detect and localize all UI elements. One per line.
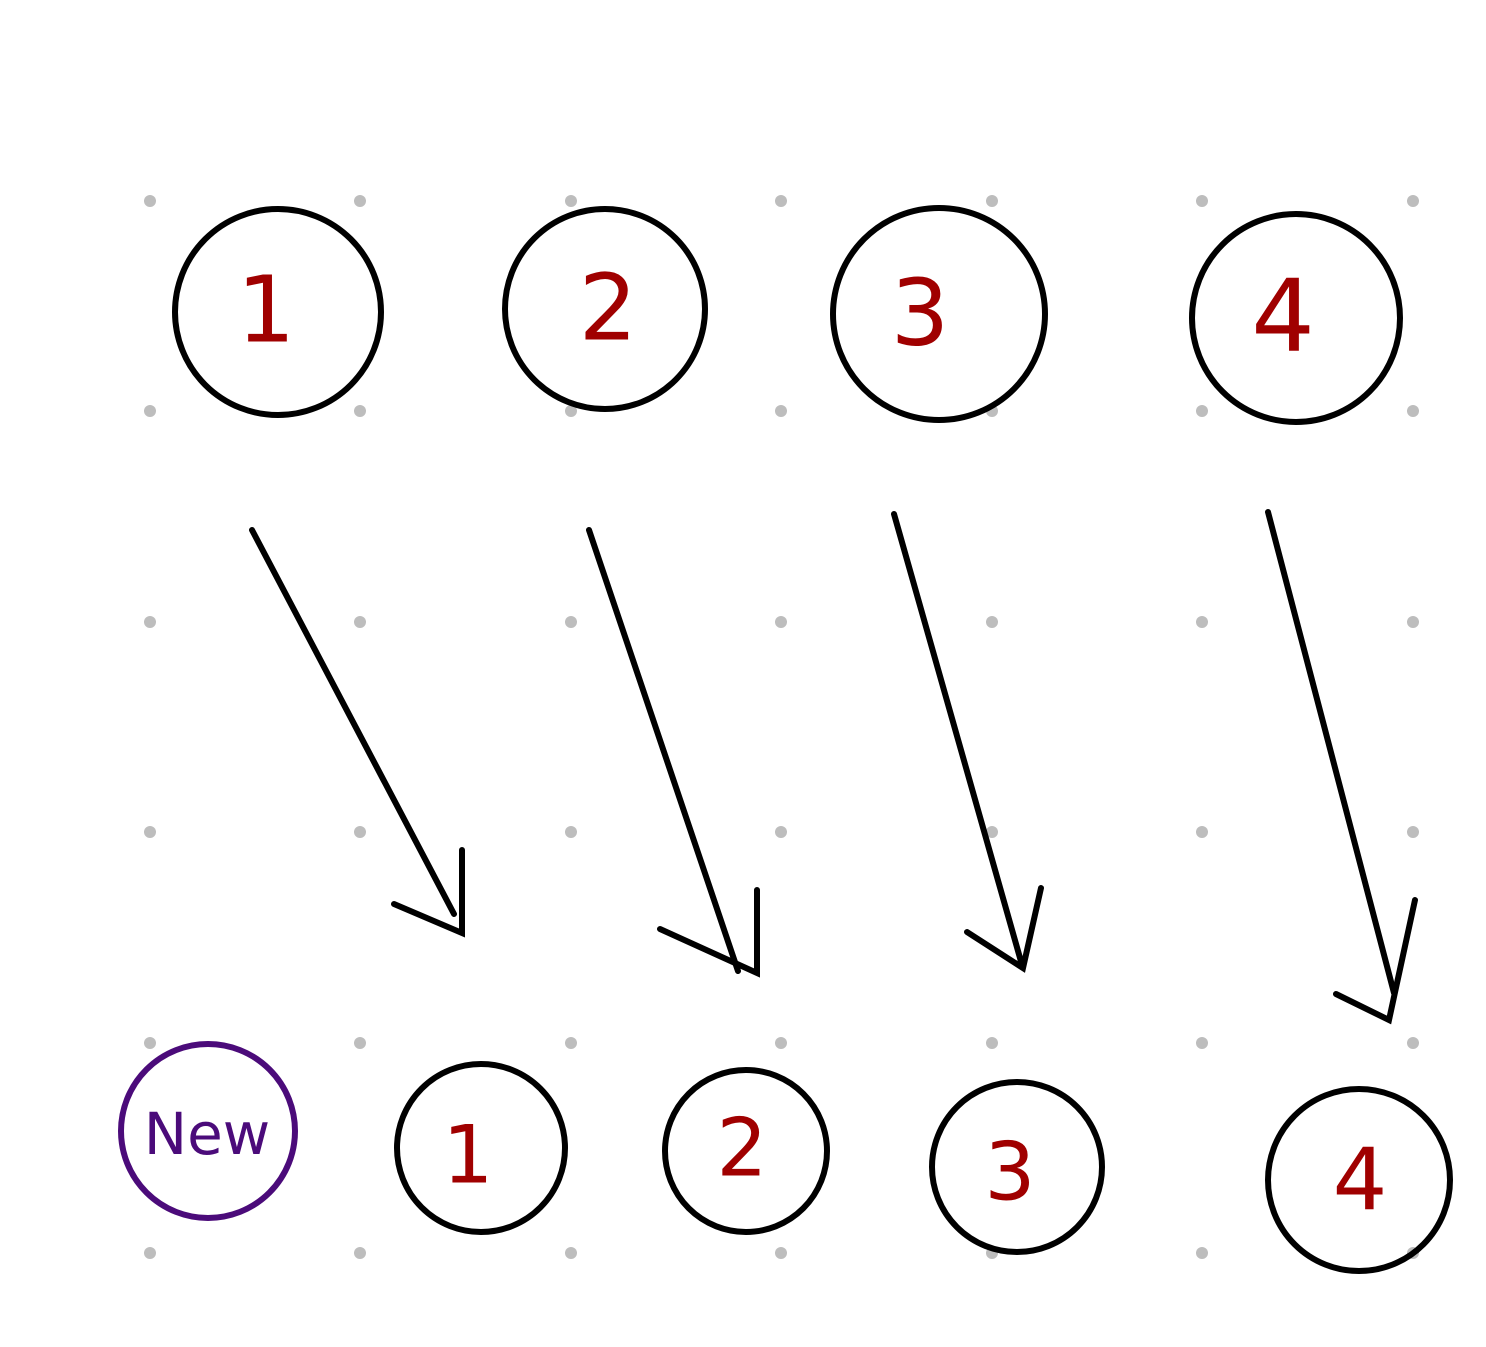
grid-dot (1196, 195, 1208, 207)
grid-dot (144, 195, 156, 207)
bottom-node-2-label: 2 (717, 1102, 768, 1195)
grid-dot (986, 1037, 998, 1049)
grid-dot (565, 405, 577, 417)
grid-dot (144, 1247, 156, 1259)
grid-dot (565, 1247, 577, 1259)
top-node-3-circle (830, 205, 1048, 423)
grid-dot (565, 195, 577, 207)
grid-dot (354, 1037, 366, 1049)
grid-dot (775, 195, 787, 207)
arrow-4-shaft (1265, 509, 1397, 996)
arrow-3 (891, 511, 1044, 973)
bottom-node-2-circle (662, 1067, 830, 1235)
grid-dot (1407, 405, 1419, 417)
bottom-node-3: 3 (929, 1079, 1105, 1255)
top-node-2-label: 2 (579, 255, 638, 362)
top-node-1-label: 1 (237, 257, 296, 364)
grid-dot (775, 405, 787, 417)
dot-grid (144, 195, 1419, 1259)
grid-dot (144, 405, 156, 417)
new-node: New (118, 1041, 298, 1221)
grid-dot (144, 1037, 156, 1049)
top-node-3-label: 3 (891, 260, 950, 367)
grid-dot (1196, 405, 1208, 417)
arrow-1 (249, 527, 465, 938)
grid-dot (1196, 826, 1208, 838)
grid-dot (775, 616, 787, 628)
bottom-node-4: 4 (1265, 1086, 1453, 1274)
arrow-1-shaft (249, 527, 457, 917)
grid-dot (986, 616, 998, 628)
grid-dot (354, 405, 366, 417)
grid-dot (986, 195, 998, 207)
grid-dot (775, 1247, 787, 1259)
bottom-node-4-circle (1265, 1086, 1453, 1274)
bottom-node-1-label: 1 (443, 1109, 494, 1202)
arrow-3-shaft (891, 511, 1025, 968)
bottom-node-2: 2 (662, 1067, 830, 1235)
grid-dot (354, 195, 366, 207)
grid-dot (354, 1247, 366, 1259)
grid-dot (1407, 826, 1419, 838)
top-node-1-circle (172, 206, 384, 418)
bottom-node-3-circle (929, 1079, 1105, 1255)
new-node-label: New (144, 1100, 271, 1168)
arrow-4-head (1333, 897, 1418, 1025)
grid-dot (144, 616, 156, 628)
top-node-2-circle (502, 206, 708, 412)
bottom-node-4-label: 4 (1333, 1130, 1388, 1230)
grid-dot (565, 826, 577, 838)
grid-dot (354, 826, 366, 838)
grid-dot (144, 826, 156, 838)
grid-dot (775, 1037, 787, 1049)
grid-dot (1407, 616, 1419, 628)
grid-dot (775, 826, 787, 838)
top-node-1: 1 (172, 206, 384, 418)
top-node-2: 2 (502, 206, 708, 412)
bottom-row: New 1 2 3 4 (118, 1041, 1453, 1274)
top-node-3: 3 (830, 205, 1048, 423)
grid-dot (1196, 1037, 1208, 1049)
arrow-1-head (391, 847, 465, 938)
grid-dot (565, 616, 577, 628)
grid-dot (986, 826, 998, 838)
grid-dot (1407, 1037, 1419, 1049)
arrow-3-head (964, 885, 1044, 973)
arrow-2-head (657, 887, 760, 978)
arrow-2-shaft (586, 527, 741, 974)
grid-dot (1196, 616, 1208, 628)
bottom-node-1-circle (394, 1061, 568, 1235)
new-node-circle (118, 1041, 298, 1221)
bottom-node-3-label: 3 (985, 1126, 1036, 1219)
arrow-4 (1265, 509, 1418, 1025)
top-node-4-label: 4 (1251, 258, 1315, 375)
top-node-4: 4 (1189, 211, 1403, 425)
arrows (249, 509, 1418, 1025)
top-node-4-circle (1189, 211, 1403, 425)
grid-dot (1407, 195, 1419, 207)
grid-dot (354, 616, 366, 628)
bottom-node-1: 1 (394, 1061, 568, 1235)
grid-dot (1196, 1247, 1208, 1259)
top-row: 1 2 3 4 (172, 205, 1403, 425)
grid-dot (565, 1037, 577, 1049)
arrow-2 (586, 527, 760, 978)
